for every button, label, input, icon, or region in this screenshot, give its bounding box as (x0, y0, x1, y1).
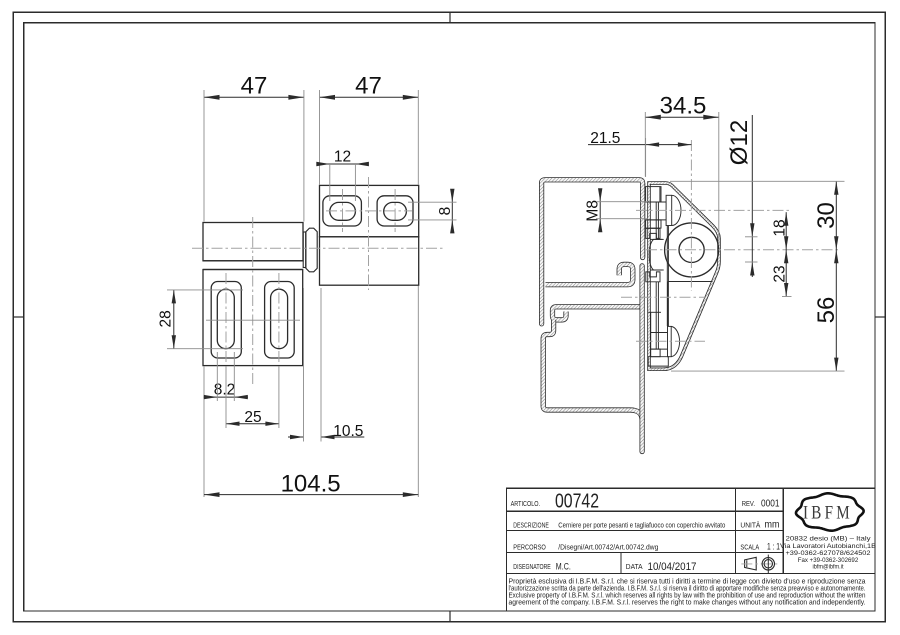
svg-text:34.5: 34.5 (660, 92, 707, 119)
svg-text:DISEGNATORE: DISEGNATORE (513, 562, 551, 571)
svg-text:30: 30 (813, 202, 840, 229)
svg-text:SCALA: SCALA (740, 542, 759, 551)
svg-text:/Disegni/Art.00742/Art.00742.d: /Disegni/Art.00742/Art.00742.dwg (558, 542, 658, 551)
svg-text:104.5: 104.5 (281, 470, 341, 497)
svg-text:0001: 0001 (761, 499, 780, 510)
svg-text:Cerniere per porte pesanti e t: Cerniere per porte pesanti e tagliafuoco… (558, 520, 725, 529)
svg-text:20832 desio (MB) – Italy: 20832 desio (MB) – Italy (786, 536, 872, 543)
svg-text:21.5: 21.5 (590, 130, 620, 147)
svg-text:l'autorizzazione scritta da pa: l'autorizzazione scritta da parte dell'a… (509, 585, 866, 592)
svg-text:agreement of the company. I.B.: agreement of the company. I.B.F.M. S.r.l… (509, 600, 866, 607)
svg-text:56: 56 (813, 297, 840, 324)
svg-text:PERCORSO: PERCORSO (513, 542, 546, 551)
svg-text:8.2: 8.2 (214, 381, 236, 398)
svg-text:ARTICOLO.: ARTICOLO. (511, 499, 540, 508)
svg-text:+39-0362-627078/624502: +39-0362-627078/624502 (786, 550, 871, 557)
svg-text:REV.: REV. (742, 499, 755, 508)
svg-text:M.C.: M.C. (556, 562, 571, 573)
svg-text:28: 28 (157, 310, 174, 327)
svg-text:IBFM: IBFM (803, 503, 853, 523)
svg-text:M8: M8 (584, 200, 601, 222)
svg-text:Exclusive property of I.B.F.M.: Exclusive property of I.B.F.M. S.r.l. wh… (509, 593, 866, 600)
svg-text:00742: 00742 (555, 491, 599, 513)
svg-text:25: 25 (244, 409, 261, 426)
svg-text:1 : 1: 1 : 1 (767, 541, 780, 552)
svg-text:47: 47 (355, 72, 382, 99)
svg-text:12: 12 (334, 149, 351, 166)
svg-text:mm: mm (765, 520, 780, 531)
svg-text:18: 18 (772, 219, 789, 236)
svg-text:8: 8 (437, 207, 454, 216)
svg-text:ibfm@ibfm.it: ibfm@ibfm.it (813, 563, 844, 570)
svg-text:47: 47 (241, 72, 268, 99)
svg-text:Via Lavoratori Autobianchi,1B: Via Lavoratori Autobianchi,1B (780, 543, 876, 550)
svg-text:Proprietà esclusiva di I.B.F.M: Proprietà esclusiva di I.B.F.M. S.r.l. c… (509, 578, 866, 585)
svg-text:Ø12: Ø12 (726, 120, 753, 165)
svg-text:10/04/2017: 10/04/2017 (648, 561, 697, 573)
svg-text:DATA: DATA (626, 562, 643, 571)
svg-text:DESCRIZIONE: DESCRIZIONE (513, 520, 549, 529)
svg-text:23: 23 (772, 265, 789, 282)
svg-text:UNITÀ: UNITÀ (740, 520, 760, 529)
svg-text:10.5: 10.5 (333, 423, 363, 440)
svg-text:Fax +39-0362-302692: Fax +39-0362-302692 (798, 557, 859, 564)
